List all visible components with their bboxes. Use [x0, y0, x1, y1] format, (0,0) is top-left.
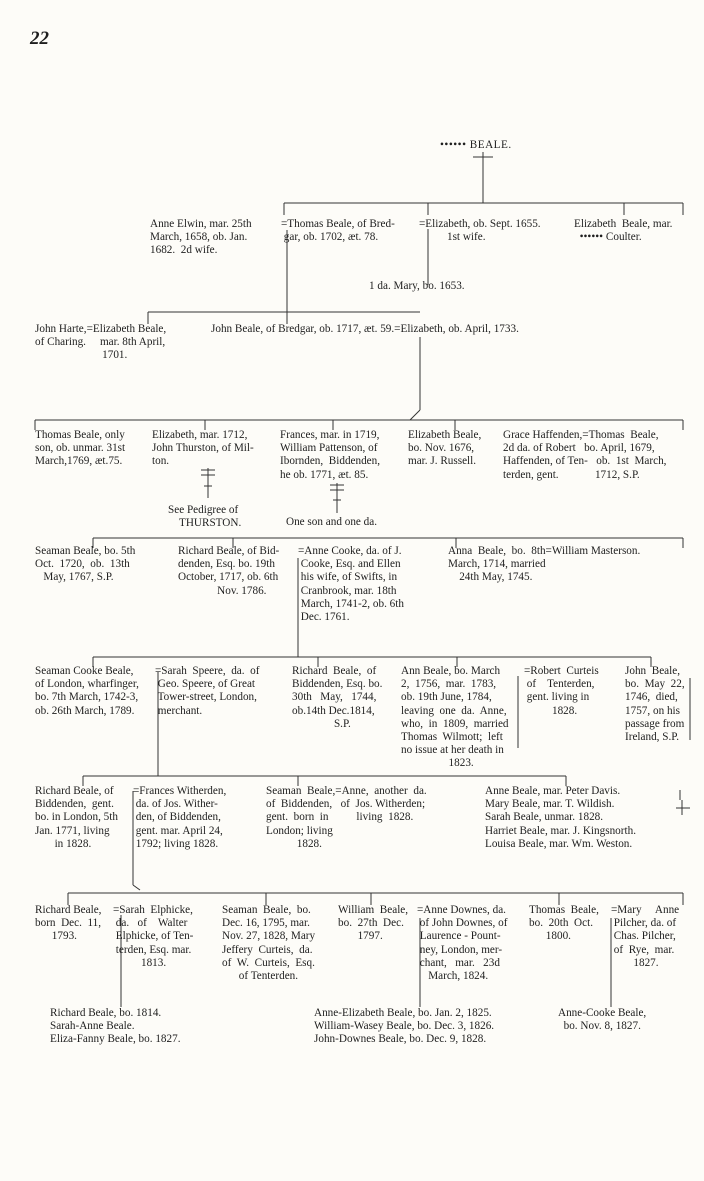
richard-beale-1771: Richard Beale, of Biddenden, gent. bo. i…	[35, 785, 118, 850]
thomas-beale-bredgar: =Thomas Beale, of Bred- gar, ob. 1702, æ…	[281, 218, 395, 244]
thomas-beale-children: Anne-Cooke Beale, bo. Nov. 8, 1827.	[558, 1007, 647, 1033]
john-beale-bredgar: John Beale, of Bredgar, ob. 1717, æt. 59…	[211, 323, 519, 335]
richard-beale-1717: Richard Beale, of Bid- denden, Esq. bo. …	[178, 545, 280, 597]
sarah-speere: =Sarah Speere, da. of Geo. Speere, of Gr…	[155, 665, 260, 717]
page-number: 22	[30, 28, 49, 49]
beale-root-heading: •••••• BEALE.	[440, 139, 512, 151]
william-beale-children: Anne-Elizabeth Beale, bo. Jan. 2, 1825. …	[314, 1007, 495, 1046]
anne-cooke: =Anne Cooke, da. of J. Cooke, Esq. and E…	[298, 545, 404, 624]
beale-sisters-list: Anne Beale, mar. Peter Davis. Mary Beale…	[485, 785, 636, 850]
thomas-beale-1800: Thomas Beale, bo. 20th Oct. 1800.	[529, 904, 599, 943]
elizabeth-first-wife: =Elizabeth, ob. Sept. 1655. 1st wife.	[419, 218, 541, 244]
ann-beale-1756: Ann Beale, bo. March 2, 1756, mar. 1783,…	[401, 665, 509, 770]
john-beale-1746: John Beale, bo. May 22, 1746, died, 1757…	[625, 665, 685, 744]
robert-curteis: =Robert Curteis of Tenterden, gent. livi…	[524, 665, 599, 717]
seaman-beale-1795: Seaman Beale, bo. Dec. 16, 1795, mar. No…	[222, 904, 316, 983]
richard-beale-children: Richard Beale, bo. 1814. Sarah-Anne Beal…	[50, 1007, 181, 1046]
william-beale-1797: William Beale, bo. 27th Dec. 1797.	[338, 904, 409, 943]
sarah-elphicke: =Sarah Elphicke, da. of Walter Elphicke,…	[113, 904, 194, 969]
anna-beale-masterson: Anna Beale, bo. 8th=William Masterson. M…	[448, 545, 641, 584]
thomas-beale-only-son: Thomas Beale, only son, ob. unmar. 31st …	[35, 429, 126, 468]
see-pedigree-thurston: See Pedigree of THURSTON.	[168, 504, 242, 530]
seaman-beale-anne: Seaman Beale,=Anne, another da. of Bidde…	[266, 785, 427, 850]
elizabeth-beale-coulter: Elizabeth Beale, mar. •••••• Coulter.	[574, 218, 673, 244]
john-harte-elizabeth: John Harte,=Elizabeth Beale, of Charing.…	[35, 323, 167, 362]
elizabeth-beale-russell: Elizabeth Beale, bo. Nov. 1676, mar. J. …	[408, 429, 482, 468]
frances-pattenson: Frances, mar. in 1719, William Pattenson…	[280, 429, 381, 481]
mary-beale-1653: 1 da. Mary, bo. 1653.	[369, 280, 465, 292]
one-son-one-da: One son and one da.	[286, 516, 378, 528]
elizabeth-thurston: Elizabeth, mar. 1712, John Thurston, of …	[152, 429, 254, 468]
seaman-cooke-beale: Seaman Cooke Beale, of London, wharfinge…	[35, 665, 139, 717]
frances-witherden: =Frances Witherden, da. of Jos. Wither- …	[133, 785, 227, 850]
seaman-beale-1720: Seaman Beale, bo. 5th Oct. 1720, ob. 13t…	[35, 545, 136, 584]
anne-downes: =Anne Downes, da. of John Downes, of Lau…	[417, 904, 508, 983]
mary-anne-pilcher: =Mary Anne Pilcher, da. of Chas. Pilcher…	[611, 904, 680, 969]
richard-beale-1793: Richard Beale, born Dec. 11, 1793.	[35, 904, 102, 943]
grace-haffenden-thomas: Grace Haffenden,=Thomas Beale, 2d da. of…	[503, 429, 667, 481]
richard-beale-1744: Richard Beale, of Biddenden, Esq. bo. 30…	[292, 665, 383, 730]
anne-elwin: Anne Elwin, mar. 25th March, 1658, ob. J…	[150, 218, 252, 257]
